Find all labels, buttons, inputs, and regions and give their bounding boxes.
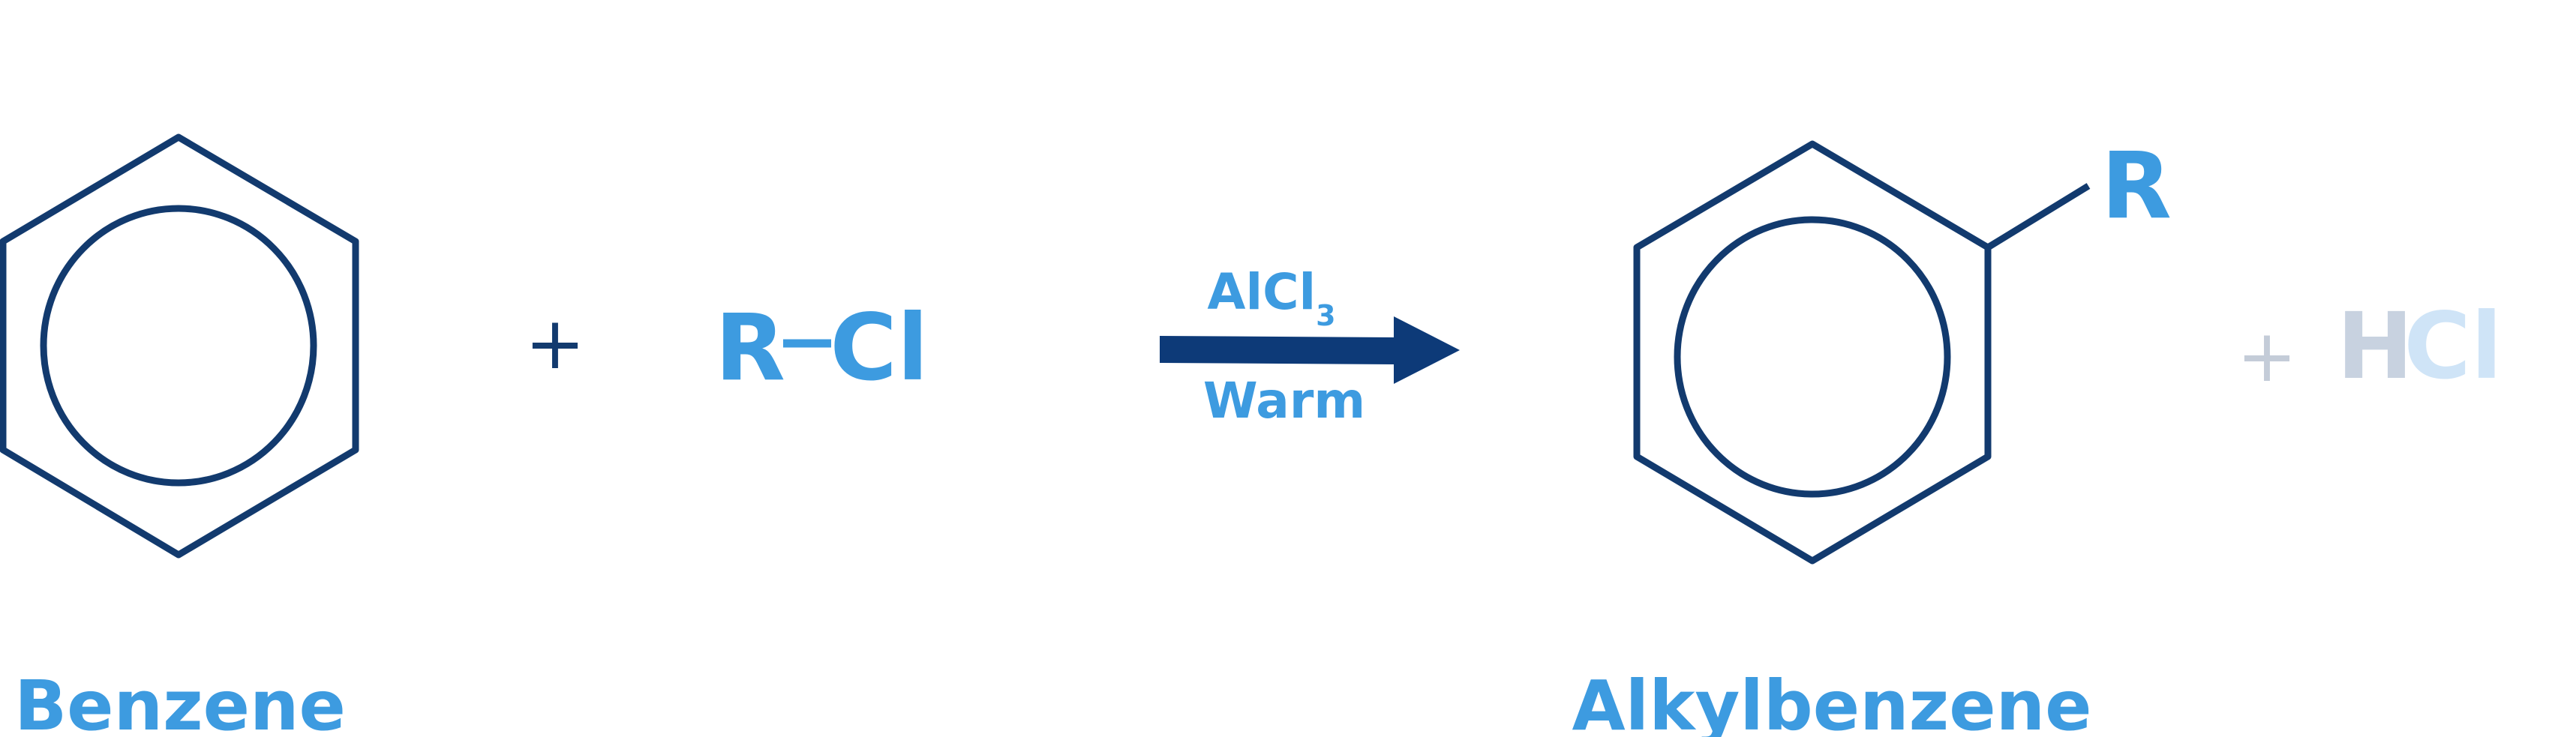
hydrogen-chloride: H Cl [2337, 293, 2502, 400]
condition-label: Warm [1203, 372, 1365, 430]
reaction-arrow-group: AlCl3 Warm [1160, 263, 1460, 430]
alkylbenzene-structure: R [1633, 133, 2172, 565]
alkylbenzene-substituent-r: R [2101, 133, 2172, 239]
reagent-label: AlCl3 [1207, 263, 1335, 332]
alkylbenzene-aromatic-circle [1674, 216, 1951, 498]
alkyl-chloride-cl: Cl [830, 295, 928, 401]
benzene-aromatic-circle [40, 205, 317, 487]
alkyl-chloride: R Cl [715, 295, 929, 401]
benzene-structure [0, 133, 359, 559]
alkylbenzene-name-label: Alkylbenzene [1572, 666, 2091, 737]
benzene-hexagon [0, 133, 359, 559]
hcl-h: H [2337, 293, 2413, 400]
reaction-arrow [1160, 316, 1460, 384]
hcl-cl: Cl [2403, 293, 2502, 400]
plus-sign-1: + [525, 301, 585, 385]
plus-sign-2: + [2237, 314, 2297, 398]
benzene-name-label: Benzene [14, 666, 346, 737]
alkylbenzene-hexagon [1633, 140, 1992, 565]
alkylbenzene-substituent-bond [1986, 183, 2091, 250]
alkyl-chloride-r: R [715, 295, 785, 401]
